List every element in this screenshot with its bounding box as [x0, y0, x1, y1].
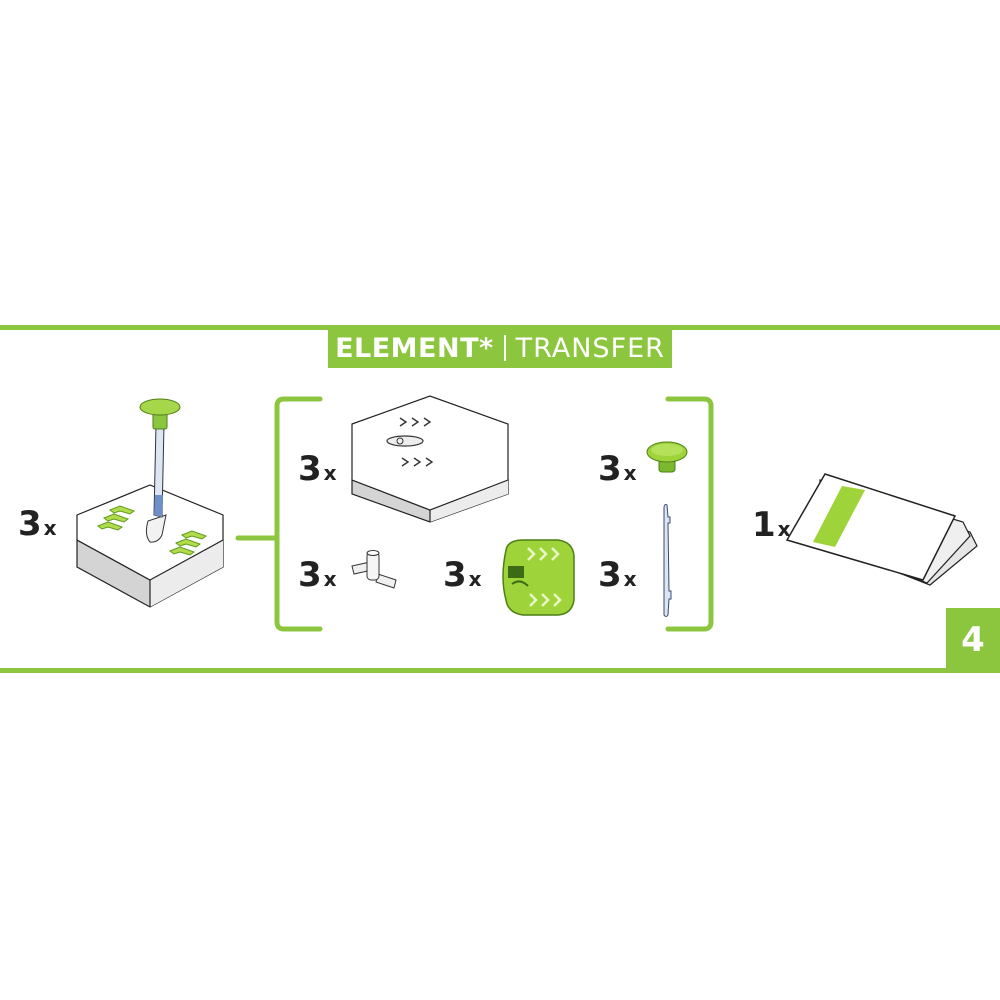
hex-tile-arrows-icon	[351, 395, 509, 523]
frame-bottom-line	[0, 668, 1000, 673]
title-badge: ELEMENT* TRANSFER	[328, 328, 672, 368]
frame-top-line	[0, 325, 1000, 330]
rod-icon	[663, 503, 672, 617]
transfer-tile-with-lever-icon	[76, 398, 224, 608]
green-cap-icon	[646, 441, 688, 473]
green-gear-element-icon	[502, 539, 575, 616]
t-connector-icon	[351, 550, 397, 589]
title-light: TRANSFER	[515, 332, 665, 364]
step-number-badge: 4	[946, 608, 1000, 672]
title-separator	[503, 335, 506, 361]
title-bold: ELEMENT*	[335, 332, 494, 364]
instruction-booklet-icon	[785, 473, 978, 586]
